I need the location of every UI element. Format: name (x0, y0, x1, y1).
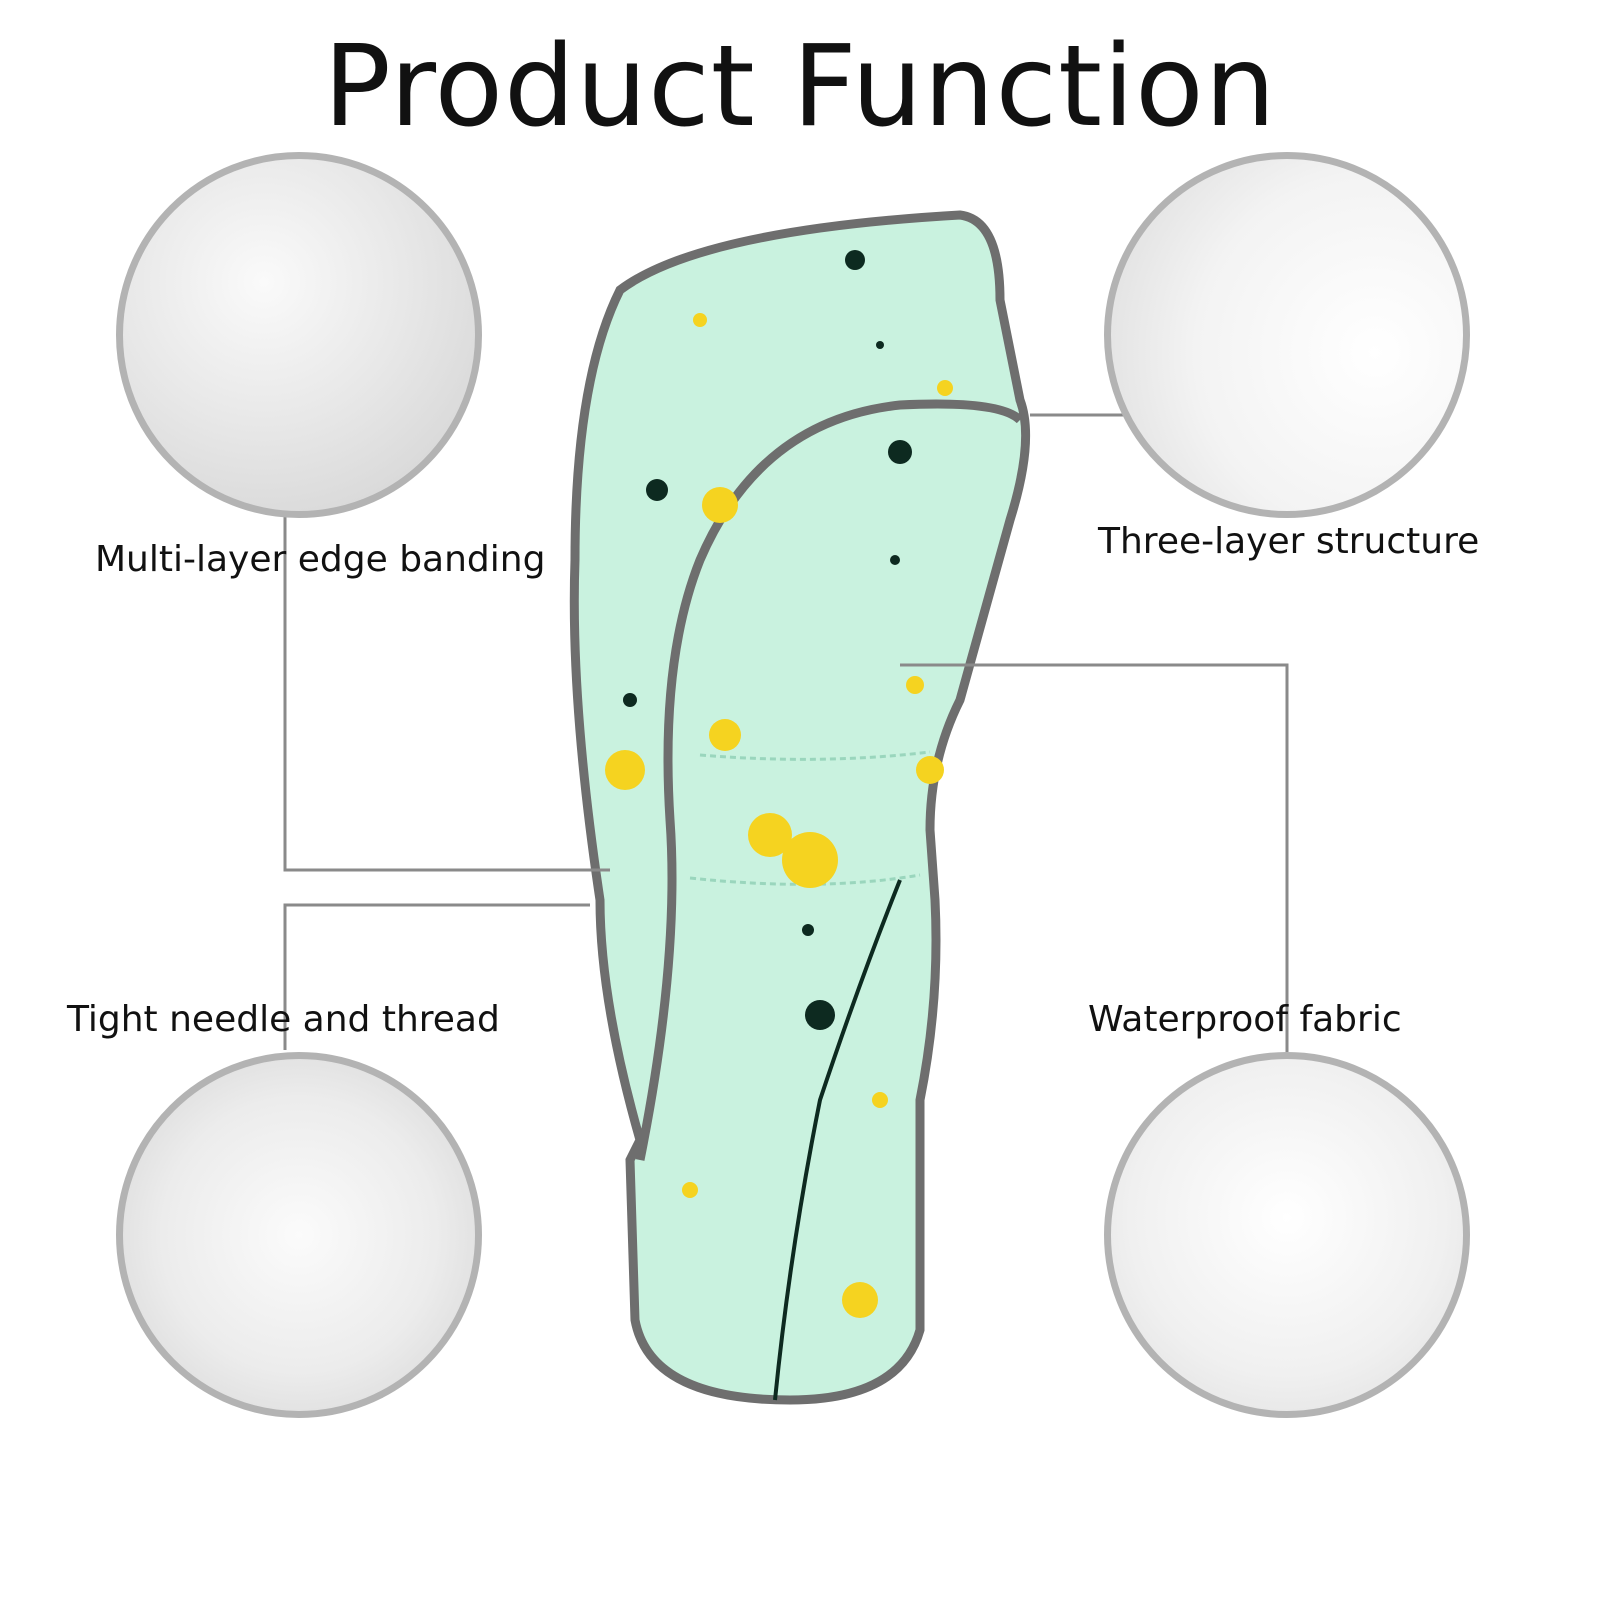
feature-label-three-layer: Three-layer structure (1098, 521, 1480, 562)
feature-label-needle-thread: Tight needle and thread (67, 999, 500, 1040)
edge-banding-detail-photo (116, 152, 482, 518)
leader-line-needle-thread (283, 903, 590, 1050)
page-title: Product Function (323, 22, 1277, 152)
black-splatter (623, 250, 912, 1401)
inner-flap (635, 399, 1024, 1161)
leader-line-edge-banding (283, 515, 610, 872)
yellow-splatter (605, 313, 953, 1318)
needle-thread-detail-photo (116, 1052, 482, 1418)
headcover-body (569, 210, 1031, 1405)
waterproof-detail-photo (1104, 1052, 1470, 1418)
feature-label-edge-banding: Multi-layer edge banding (95, 539, 546, 580)
feature-label-waterproof: Waterproof fabric (1088, 999, 1402, 1040)
leader-line-waterproof (900, 663, 1289, 1052)
three-layer-detail-photo (1104, 152, 1470, 518)
